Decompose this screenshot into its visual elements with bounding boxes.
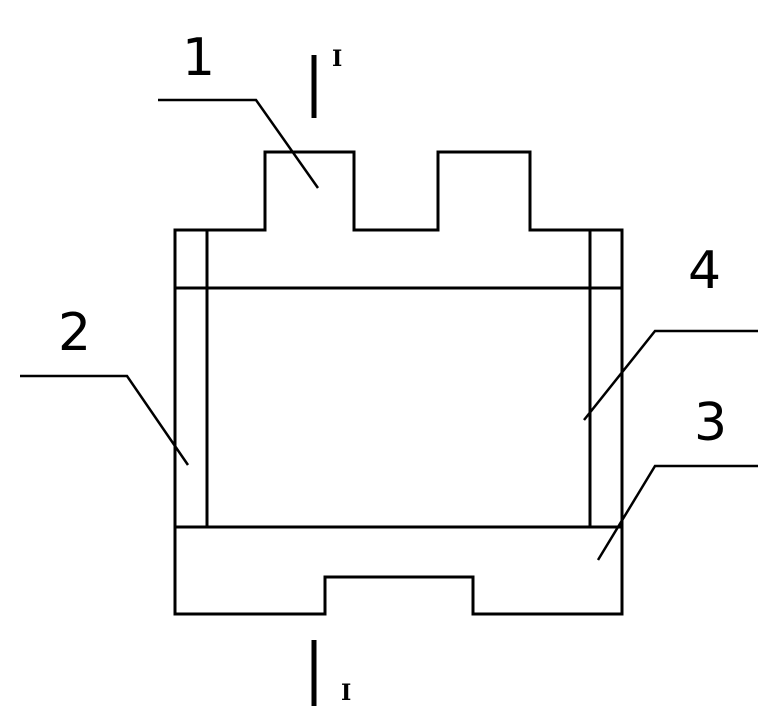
section-mark-bottom: I xyxy=(341,680,351,706)
label-part-4: 4 xyxy=(688,241,721,301)
section-mark-top: I xyxy=(332,46,342,72)
leader-line-2 xyxy=(20,374,190,466)
part-3-bottom-plate xyxy=(173,525,624,616)
part-1-top-plate xyxy=(173,150,624,290)
part-2-left-wall xyxy=(173,228,209,529)
leader-line-1 xyxy=(158,98,320,189)
part-4-core xyxy=(205,286,592,529)
leader-line-4 xyxy=(583,329,758,421)
leader-line-3 xyxy=(596,464,758,561)
label-part-3: 3 xyxy=(694,393,727,453)
label-part-2: 2 xyxy=(58,303,91,363)
label-part-1: 1 xyxy=(182,28,215,88)
